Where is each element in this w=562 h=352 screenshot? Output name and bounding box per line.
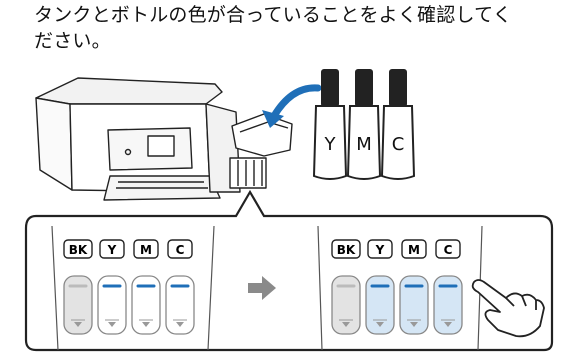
tank-panel-before <box>51 225 215 351</box>
tank-label-c-after: C <box>444 243 453 257</box>
tank-label-m: M <box>140 243 152 257</box>
tank-label-bk: BK <box>69 243 88 257</box>
instruction-line-1: タンクとボトルの色が合っていることをよく確認してく <box>34 4 512 26</box>
bottle-yellow <box>312 69 348 180</box>
ink-bottles <box>312 69 416 180</box>
bottle-label-c: C <box>392 134 405 155</box>
tank-label-bk-after: BK <box>337 243 356 257</box>
transition-arrow <box>248 276 276 300</box>
tank-label-y: Y <box>107 243 117 257</box>
instruction-text: タンクとボトルの色が合っていることをよく確認してく ださい。 <box>34 2 554 54</box>
pour-arrow <box>262 84 322 128</box>
printer-illustration <box>35 77 293 201</box>
bottle-label-y: Y <box>324 134 337 155</box>
tank-panel-after <box>317 225 483 351</box>
bottle-label-m: M <box>356 134 372 155</box>
instruction-line-2: ださい。 <box>34 30 111 52</box>
tank-label-m-after: M <box>408 243 420 257</box>
bottle-magenta <box>346 69 382 180</box>
pointing-hand-icon <box>471 279 545 338</box>
bottle-cyan <box>380 69 416 180</box>
tank-label-c: C <box>176 243 185 257</box>
tank-label-y-after: Y <box>375 243 385 257</box>
